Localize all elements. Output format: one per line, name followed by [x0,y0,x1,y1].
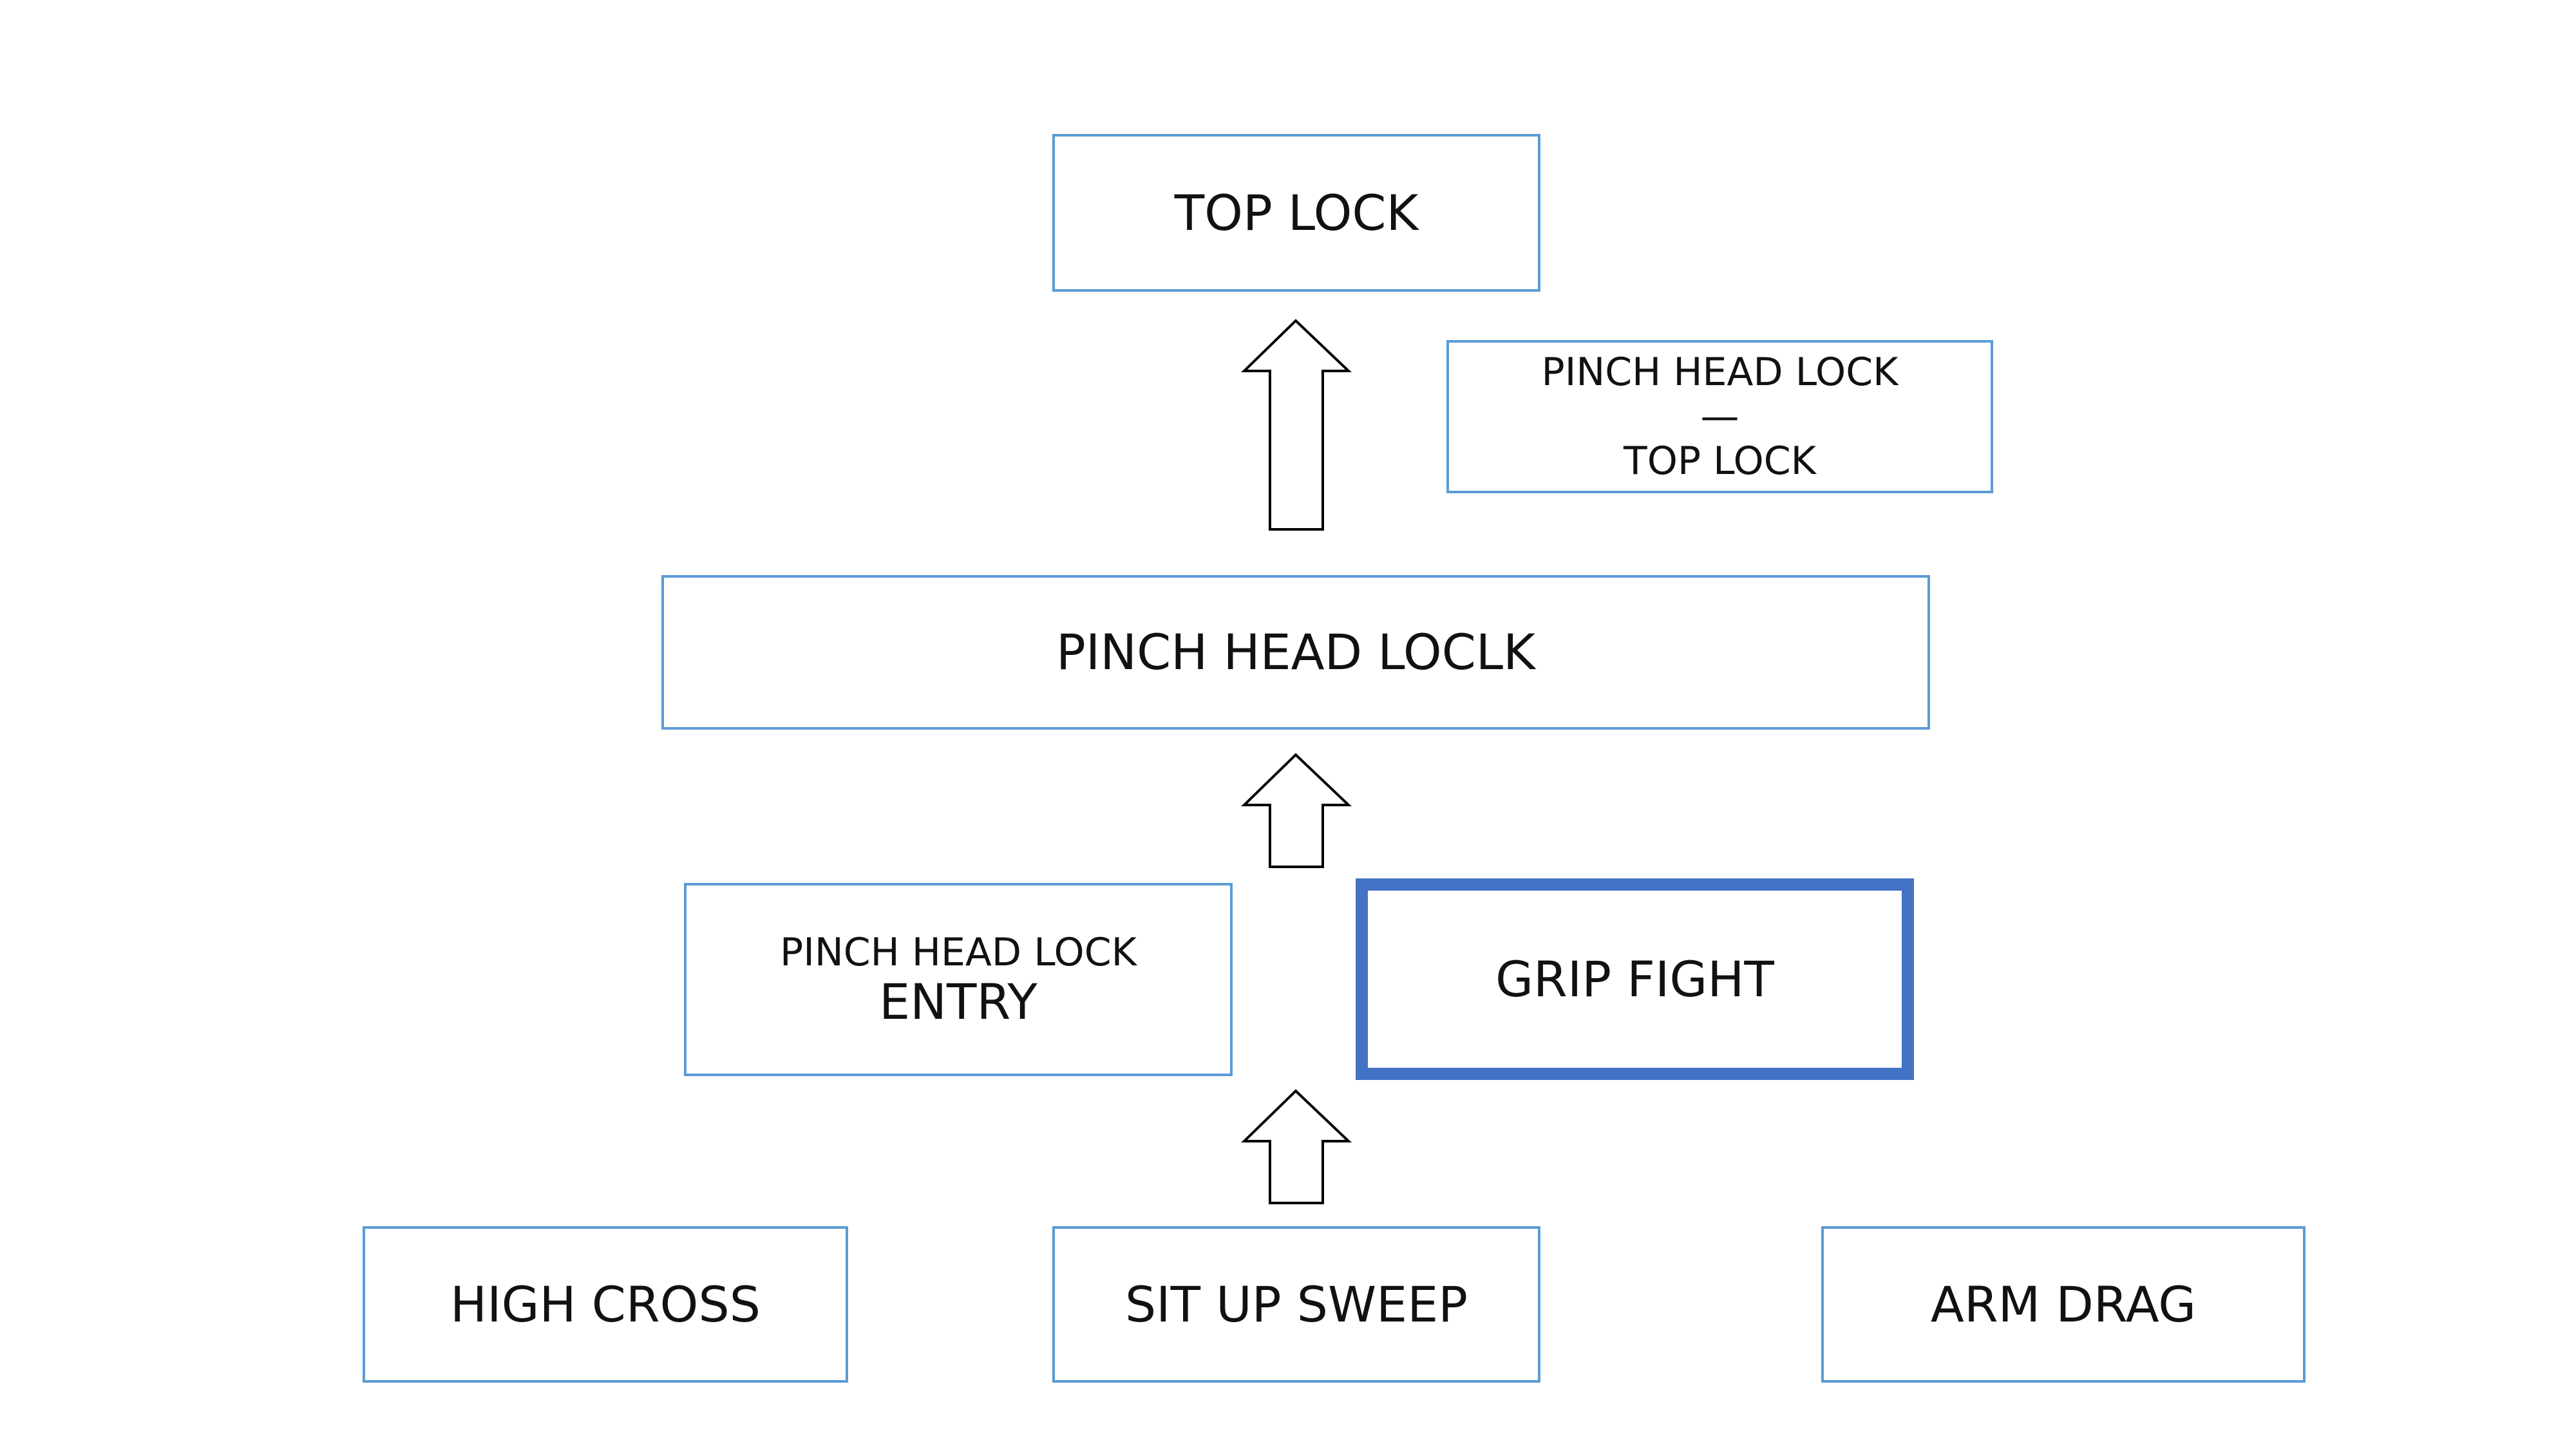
node-high-cross-label: HIGH CROSS [450,1275,761,1333]
node-sit-up-sweep-label: SIT UP SWEEP [1124,1275,1468,1333]
node-grip-fight: GRIP FIGHT [1356,878,1914,1080]
node-sit-up-sweep: SIT UP SWEEP [1052,1226,1540,1383]
node-arm-drag: ARM DRAG [1821,1226,2306,1383]
node-pinch-head-lock-label: PINCH HEAD LOCLK [1056,623,1535,681]
arrow-up-icon [1241,1089,1352,1204]
node-top-lock-label: TOP LOCK [1174,184,1419,242]
node-transition-dash: — [1700,393,1739,439]
node-entry-line2: ENTRY [879,972,1037,1030]
node-top-lock: TOP LOCK [1052,134,1540,292]
node-transition-line1: PINCH HEAD LOCK [1541,349,1899,395]
node-grip-fight-label: GRIP FIGHT [1495,950,1774,1008]
node-high-cross: HIGH CROSS [363,1226,848,1383]
arrow-up-icon [1241,319,1352,531]
node-transition-note: PINCH HEAD LOCK — TOP LOCK [1446,340,1993,493]
node-arm-drag-label: ARM DRAG [1930,1275,2197,1333]
node-entry: PINCH HEAD LOCK ENTRY [684,883,1233,1076]
node-transition-line3: TOP LOCK [1624,438,1816,484]
arrow-up-icon [1241,753,1352,868]
node-pinch-head-lock: PINCH HEAD LOCLK [661,575,1930,730]
node-entry-line1: PINCH HEAD LOCK [780,929,1137,975]
